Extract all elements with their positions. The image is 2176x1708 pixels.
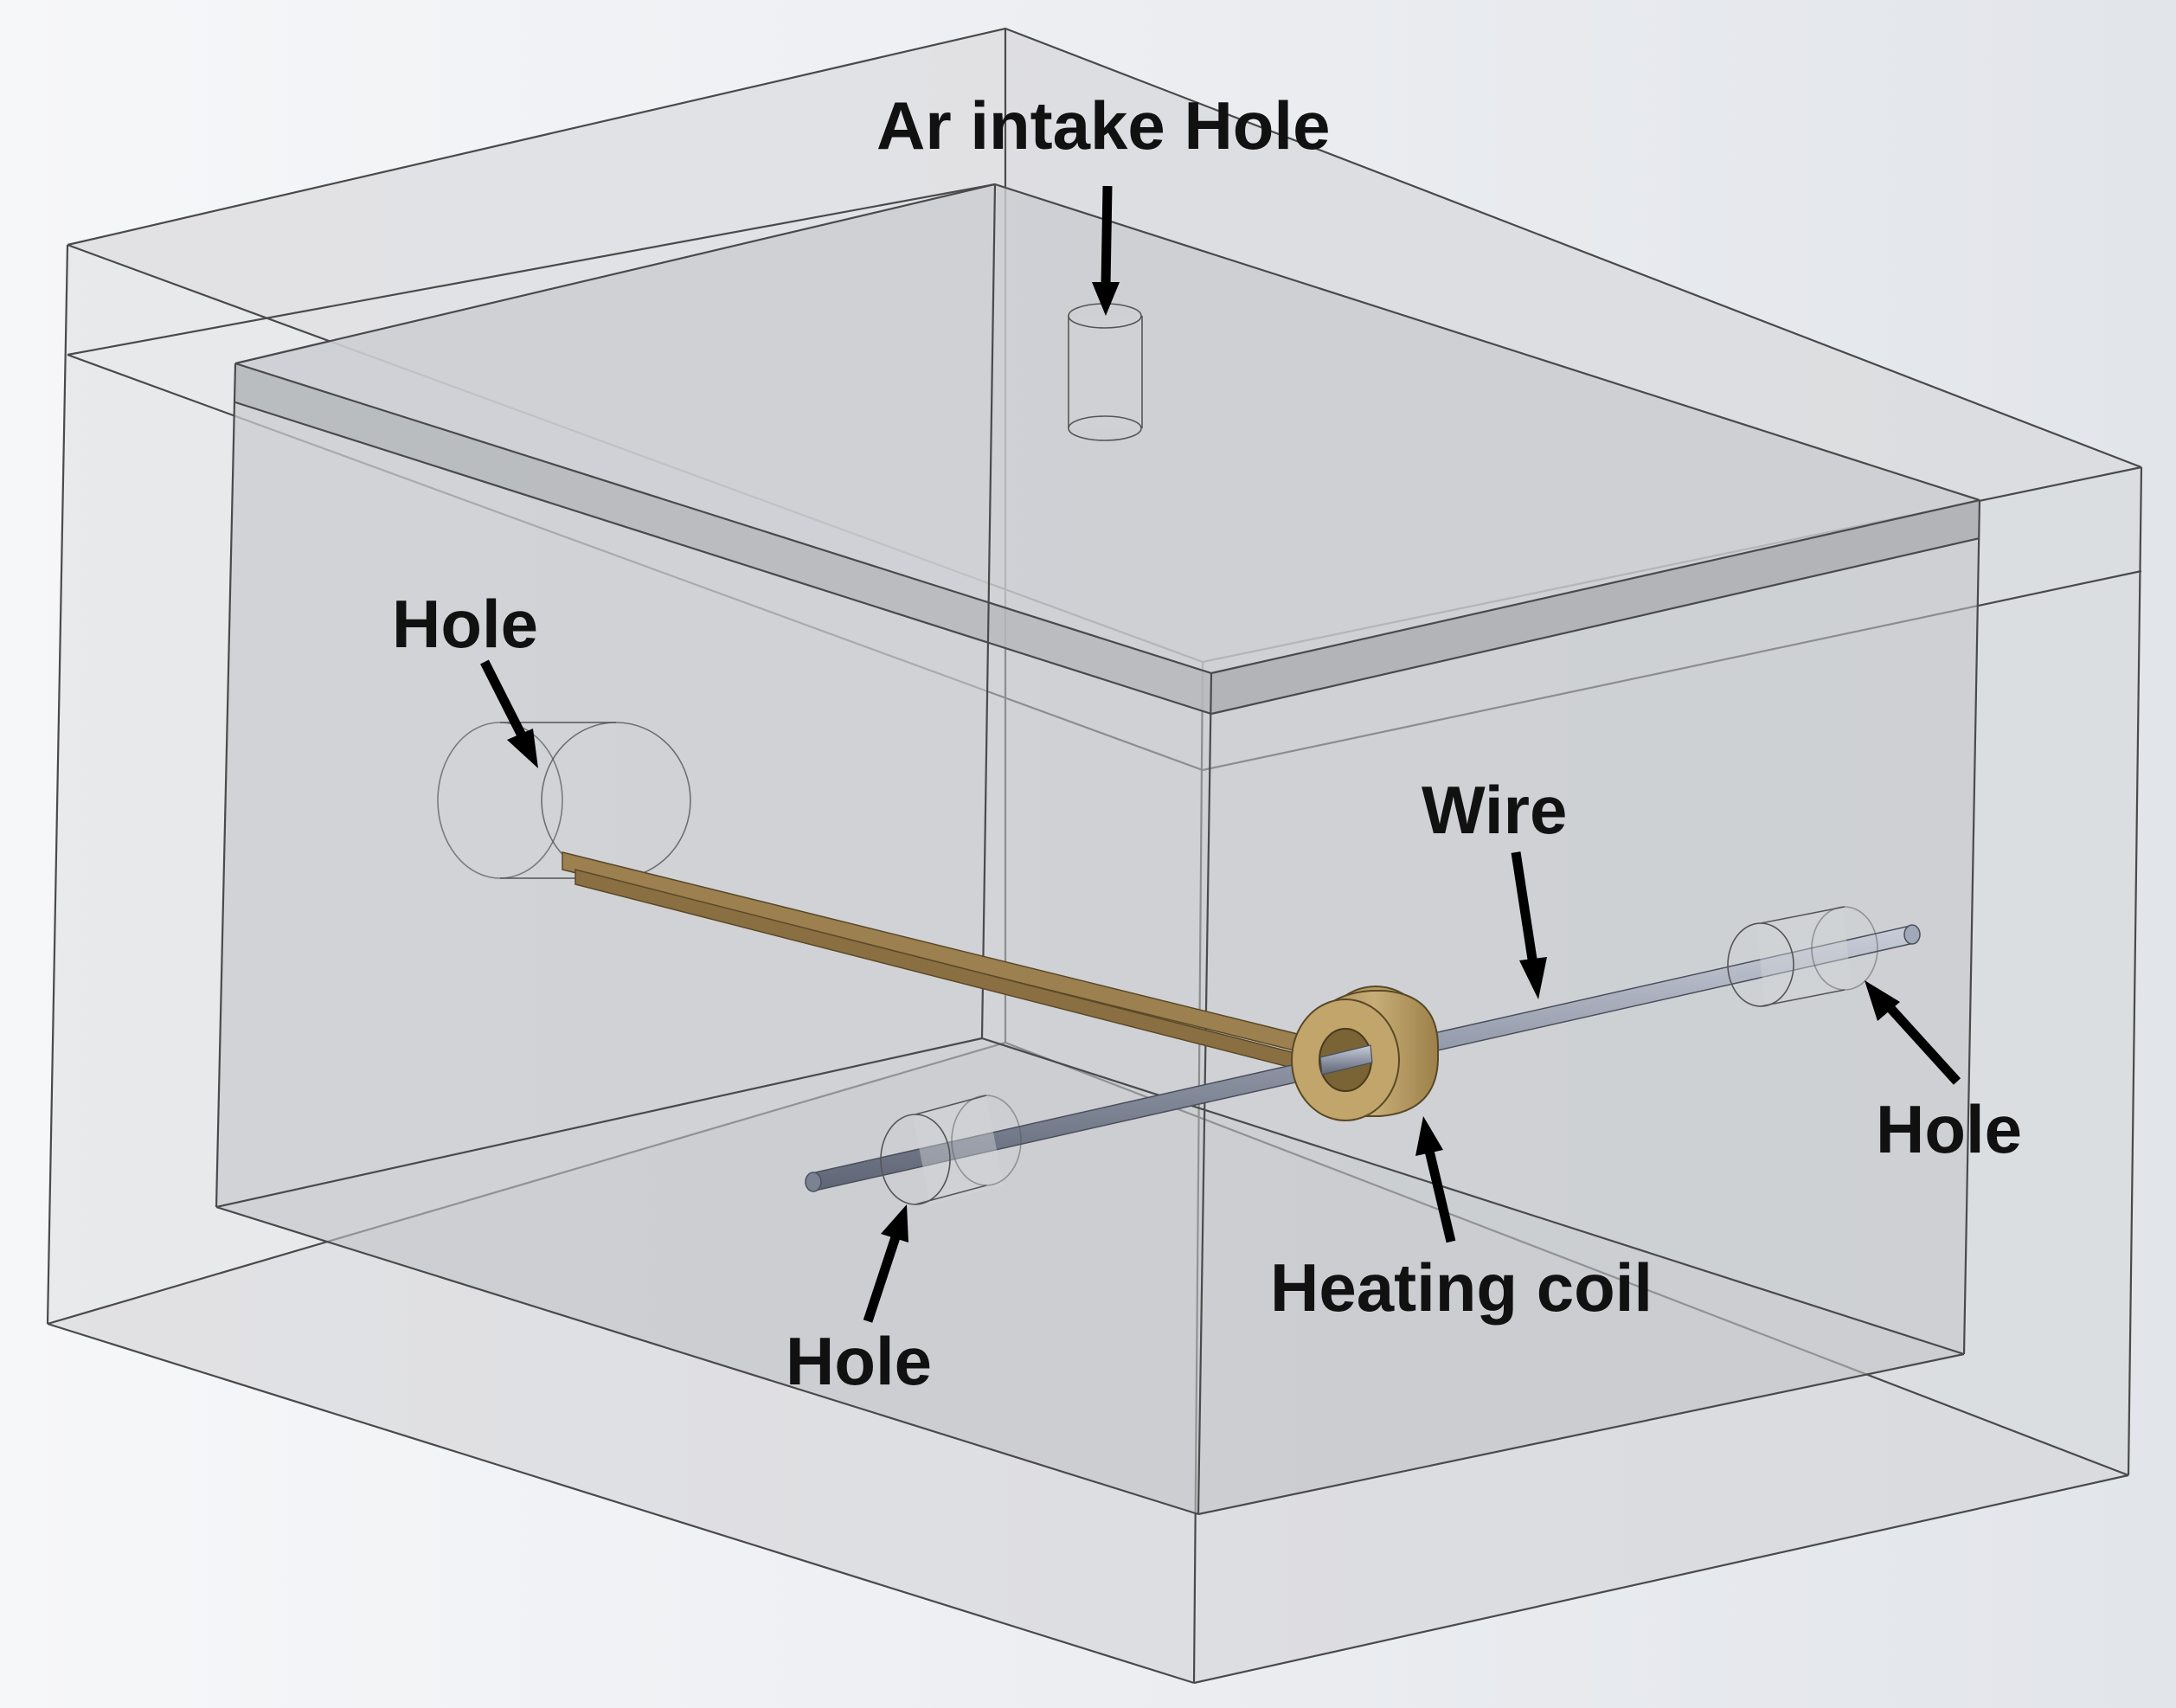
inner-front-bottom-left bbox=[215, 1205, 1199, 1516]
label-hole-right: Hole bbox=[1876, 1091, 2022, 1167]
inner-box bbox=[215, 183, 1981, 1516]
right-hole-cylinder bbox=[1727, 906, 1878, 1007]
arrows bbox=[480, 185, 1961, 1323]
outer-top-outline bbox=[67, 27, 2142, 469]
inner-left-vertical bbox=[215, 363, 237, 1208]
ar-intake-cylinder bbox=[1068, 303, 1143, 441]
heating-coil bbox=[1291, 986, 1439, 1121]
inner-band-lower-left bbox=[234, 401, 1212, 716]
outer-left-vertical bbox=[46, 244, 69, 1325]
inner-top-front-right bbox=[1210, 498, 1980, 675]
inner-lid-band-right bbox=[1211, 500, 1980, 714]
wire-end-left bbox=[805, 1172, 822, 1192]
label-heating-coil: Heating coil bbox=[1270, 1249, 1653, 1326]
labels: Ar intake Hole Hole Wire Hole Heating co… bbox=[392, 87, 2022, 1399]
inner-top-face bbox=[235, 184, 1980, 673]
wire-end-right bbox=[1903, 924, 1921, 945]
inner-right-vertical bbox=[1962, 499, 1981, 1355]
inner-front-bottom-right bbox=[1197, 1352, 1965, 1516]
arrow-hole-right bbox=[1865, 980, 1961, 1085]
label-ar-intake-hole: Ar intake Hole bbox=[876, 87, 1330, 164]
outer-front-bottom-right bbox=[1193, 1474, 2129, 1685]
inner-lid-band-left bbox=[235, 363, 1211, 714]
inner-top-outline bbox=[234, 183, 1980, 502]
arrow-hole-bottom bbox=[863, 1204, 908, 1323]
inner-back-floor-right bbox=[981, 1037, 1965, 1356]
arrow-heating-coil bbox=[1415, 1116, 1456, 1243]
inner-band-lower-right bbox=[1210, 536, 1980, 716]
label-hole-left: Hole bbox=[392, 586, 538, 662]
outer-lid-line-left bbox=[67, 183, 996, 356]
inner-floor bbox=[216, 1038, 1964, 1514]
outer-front-bottom-left bbox=[47, 1322, 1195, 1685]
arrow-hole-left bbox=[480, 659, 538, 768]
inner-back-floor-left bbox=[215, 1037, 983, 1209]
inner-top-front-left bbox=[234, 362, 1212, 675]
bottom-hole-cylinder bbox=[880, 1095, 1022, 1205]
arrow-ar-intake bbox=[1092, 185, 1120, 316]
outer-right-vertical bbox=[2127, 466, 2143, 1476]
label-hole-bottom: Hole bbox=[786, 1323, 932, 1399]
label-wire: Wire bbox=[1422, 772, 1567, 848]
inner-back-vertical bbox=[980, 183, 997, 1039]
arrow-wire bbox=[1511, 851, 1547, 999]
